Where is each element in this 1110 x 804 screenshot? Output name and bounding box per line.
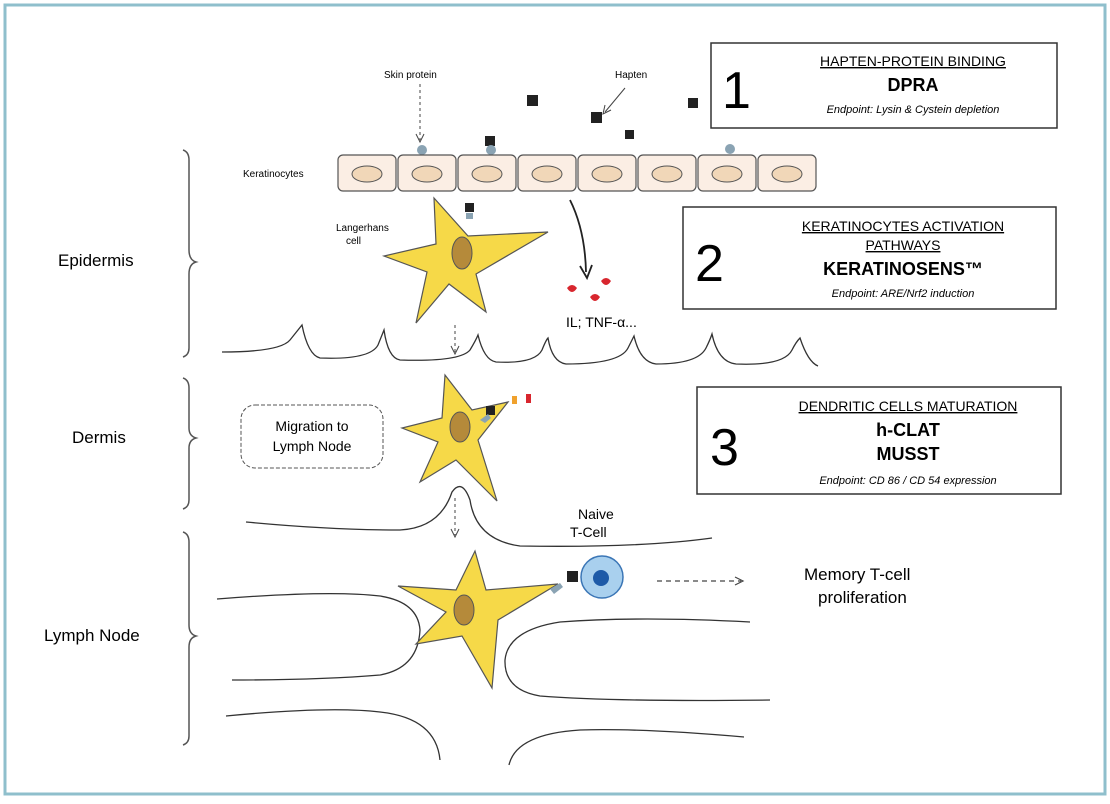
dendritic-cell-lymph-node	[398, 551, 578, 688]
lymph-node-contour-lower-left	[226, 710, 440, 760]
naive-t-cell-label-line2: T-Cell	[570, 524, 607, 540]
memory-label-line2: proliferation	[818, 588, 907, 607]
hapten-square	[485, 136, 495, 146]
dendritic-cell-dermis	[402, 375, 531, 501]
memory-label-line1: Memory T-cell	[804, 565, 910, 584]
bracket-epidermis	[183, 150, 196, 357]
skin-protein-label: Skin protein	[384, 70, 437, 81]
step-title: KERATINOCYTES ACTIVATION	[802, 218, 1004, 234]
lymph-node-contour-left	[217, 594, 420, 680]
step-endpoint: Endpoint: Lysin & Cystein depletion	[827, 104, 1000, 116]
cytokine-drops	[567, 278, 611, 301]
step-assay: DPRA	[887, 75, 938, 95]
hapten-square	[527, 95, 538, 106]
step-endpoint: Endpoint: CD 86 / CD 54 expression	[819, 475, 996, 487]
hapten-molecules	[485, 95, 698, 146]
step-assay: KERATINOSENS™	[823, 259, 983, 279]
lymph-node-contour-lower-right	[509, 730, 744, 765]
hapten-label: Hapten	[615, 70, 647, 81]
cytokine-drop	[590, 294, 600, 301]
step-box-2: 2 KERATINOCYTES ACTIVATION PATHWAYS KERA…	[683, 207, 1056, 309]
langerhans-label-line2: cell	[346, 236, 361, 247]
step-endpoint: Endpoint: ARE/Nrf2 induction	[832, 288, 975, 300]
cytokines-label: IL; TNF-α...	[566, 314, 637, 330]
naive-t-cell	[581, 556, 623, 598]
keratinocytes-label: Keratinocytes	[243, 169, 304, 180]
langerhans-cell-epidermis	[384, 198, 548, 323]
step-box-3: 3 DENDRITIC CELLS MATURATION h-CLAT MUSS…	[697, 387, 1061, 494]
bracket-lymph-node	[183, 532, 196, 745]
cytokine-drop	[567, 285, 577, 292]
bracket-dermis	[183, 378, 196, 509]
basement-membrane	[222, 325, 818, 366]
skin-protein-dot	[486, 145, 496, 155]
hapten-square	[688, 98, 698, 108]
step-box-1: 1 HAPTEN-PROTEIN BINDING DPRA Endpoint: …	[711, 43, 1057, 128]
langerhans-label-line1: Langerhans	[336, 223, 389, 234]
layer-label-dermis: Dermis	[72, 428, 126, 447]
cytokine-drop	[601, 278, 611, 285]
layer-label-epidermis: Epidermis	[58, 251, 134, 270]
hapten-arrow	[605, 88, 625, 112]
step-assay-line2: MUSST	[877, 444, 940, 464]
skin-protein-dot	[725, 144, 735, 154]
skin-protein-dot	[417, 145, 427, 155]
hapten-square	[625, 130, 634, 139]
cytokine-release-arrow	[570, 200, 586, 272]
skin-proteins	[417, 144, 735, 155]
step-title: HAPTEN-PROTEIN BINDING	[820, 53, 1006, 69]
lymph-vessel-upper	[246, 487, 712, 547]
migration-label-line2: Lymph Node	[273, 438, 352, 454]
migration-box: Migration to Lymph Node	[241, 405, 383, 468]
migration-label-line1: Migration to	[275, 418, 348, 434]
step-number: 1	[722, 62, 751, 120]
lymph-node-contour-right	[505, 619, 770, 701]
layer-label-lymph-node: Lymph Node	[44, 626, 140, 645]
step-number: 2	[695, 235, 724, 293]
step-title: DENDRITIC CELLS MATURATION	[799, 398, 1018, 414]
step-number: 3	[710, 419, 739, 477]
step-title-line2: PATHWAYS	[866, 237, 941, 253]
hapten-square	[591, 112, 602, 123]
naive-t-cell-label-line1: Naive	[578, 506, 614, 522]
keratinocyte-row	[338, 155, 816, 191]
step-assay: h-CLAT	[876, 420, 940, 440]
